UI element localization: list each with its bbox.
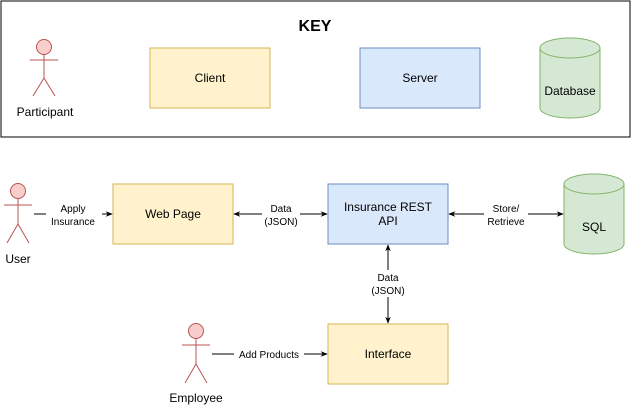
database-legend-icon <box>539 37 601 119</box>
apply-insurance-label-bg <box>46 202 102 228</box>
sql-label: SQL <box>582 220 606 234</box>
store-retrieve-label-line2: Retrieve <box>487 217 525 228</box>
web-page-label: Web Page <box>145 207 201 221</box>
insurance-api-box <box>327 183 449 245</box>
key-title: KEY <box>299 18 332 35</box>
api-interface-data-label-bg <box>368 270 408 297</box>
insurance-api-label-line1: Insurance REST <box>344 200 433 214</box>
add-products-label: Add Products <box>239 350 299 361</box>
user-actor-icon <box>4 183 32 244</box>
store-retrieve-label-line1: Store/ <box>493 204 520 215</box>
apply-insurance-label-line2: Insurance <box>51 217 95 228</box>
web-api-data-label-line2: (JSON) <box>264 217 297 228</box>
participant-legend-icon <box>30 39 58 97</box>
client-legend-box <box>149 47 271 109</box>
store-retrieve-label-bg <box>484 202 528 228</box>
interface-label: Interface <box>365 347 412 361</box>
api-interface-data-label-line2: (JSON) <box>371 286 404 297</box>
server-legend-label: Server <box>402 71 437 85</box>
web-page-box <box>112 183 234 245</box>
web-api-data-label-bg <box>262 202 300 228</box>
sql-database-icon <box>563 173 625 255</box>
participant-legend-label: Participant <box>17 105 74 119</box>
key-border <box>0 0 631 138</box>
add-products-label-bg <box>234 347 304 361</box>
user-label: User <box>5 252 30 266</box>
employee-actor-icon <box>182 323 210 384</box>
employee-label: Employee <box>169 391 223 405</box>
client-legend-label: Client <box>195 71 226 85</box>
interface-box <box>327 323 449 385</box>
api-interface-data-label-line1: Data <box>377 273 399 284</box>
key-legend: KEY Participant Client Server Database <box>0 0 631 138</box>
server-legend-box <box>359 47 481 109</box>
database-legend-label: Database <box>544 84 596 98</box>
apply-insurance-label-line1: Apply <box>60 204 85 215</box>
insurance-api-label-line2: API <box>378 214 397 228</box>
web-api-data-label-line1: Data <box>270 204 292 215</box>
